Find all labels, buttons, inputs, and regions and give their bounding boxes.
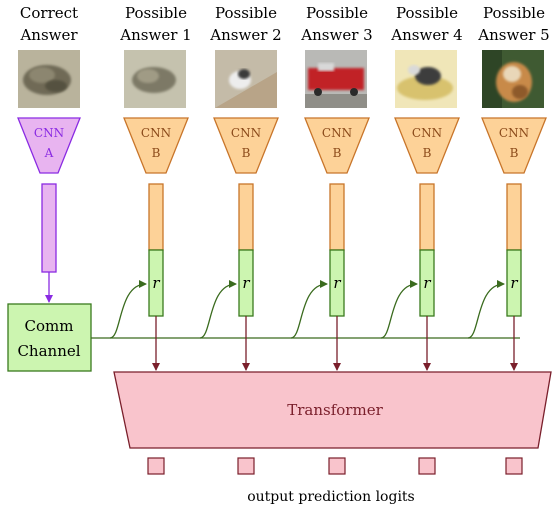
cnn-b-label-line2: B: [510, 146, 519, 160]
cnn-b-label-line1: CNN: [231, 126, 261, 140]
cnn-b-label-line2: B: [152, 146, 161, 160]
cnn-b-trapezoid: [123, 117, 189, 174]
red-truck-photo: [305, 50, 367, 108]
r-label: r: [242, 274, 250, 292]
cnn-a-label-line2: A: [44, 146, 54, 160]
column-header-line1: Correct: [20, 4, 78, 22]
comm-broadcast-lines: [91, 280, 520, 339]
column-header-line2: Answer 4: [390, 26, 462, 44]
output-logits: [147, 457, 523, 475]
column-possible-answer-4: Possible Answer 4 CNN B r: [390, 4, 463, 317]
r-label: r: [423, 274, 431, 292]
cnn-b-label-line1: CNN: [322, 126, 352, 140]
embedding-bar-orange: [238, 183, 254, 251]
cnn-b-label-line2: B: [423, 146, 432, 160]
column-header-line2: Answer: [19, 26, 78, 44]
column-header-line2: Answer 5: [477, 26, 549, 44]
cnn-b-trapezoid: [394, 117, 460, 174]
cnn-b-trapezoid: [304, 117, 370, 174]
cnn-b-label-line1: CNN: [412, 126, 442, 140]
to-transformer-arrows: [152, 316, 518, 371]
frog-photo: [124, 50, 186, 108]
cnn-b-trapezoid: [213, 117, 279, 174]
output-logit-1: [147, 457, 165, 475]
transformer-block: [113, 371, 552, 449]
r-label: r: [152, 274, 160, 292]
comm-branch-arrow-1: [109, 280, 147, 339]
output-logit-2: [237, 457, 255, 475]
cnn-b-label-line1: CNN: [141, 126, 171, 140]
comm-branch-arrow-2: [199, 280, 237, 339]
column-header-line1: Possible: [483, 4, 545, 22]
column-possible-answer-5: Possible Answer 5 CNN B r: [477, 4, 550, 317]
output-logit-4: [418, 457, 436, 475]
output-label: output prediction logits: [247, 489, 415, 505]
column-header-line1: Possible: [396, 4, 458, 22]
frog-photo: [18, 50, 80, 108]
column-possible-answer-1: Possible Answer 1 CNN B r: [119, 4, 192, 317]
cnn-b-trapezoid: [481, 117, 547, 174]
column-possible-answer-3: Possible Answer 3 CNN B r: [300, 4, 373, 317]
column-header-line2: Answer 2: [209, 26, 281, 44]
cnn-a-trapezoid: [17, 117, 81, 174]
comm-branch-arrow-3: [290, 280, 328, 339]
cnn-a-embedding-bar: [41, 183, 57, 273]
embedding-bar-orange: [148, 183, 164, 251]
column-header-line2: Answer 3: [300, 26, 372, 44]
comm-channel-label-line2: Channel: [17, 342, 80, 360]
comm-channel-box: [7, 303, 92, 372]
transformer-label: Transformer: [287, 401, 383, 419]
dog-photo: [395, 50, 457, 108]
column-correct-answer: Correct Answer CNN A: [17, 4, 81, 303]
column-possible-answer-2: Possible Answer 2 CNN B r: [209, 4, 282, 317]
embedding-bar-orange: [506, 183, 522, 251]
r-label: r: [333, 274, 341, 292]
column-header-line1: Possible: [125, 4, 187, 22]
embedding-bar-orange: [419, 183, 435, 251]
output-logit-5: [505, 457, 523, 475]
cnn-b-label-line1: CNN: [499, 126, 529, 140]
cnn-b-label-line2: B: [333, 146, 342, 160]
r-label: r: [510, 274, 518, 292]
bird-photo: [215, 50, 277, 108]
cnn-a-label-line1: CNN: [34, 126, 64, 140]
comm-branch-arrow-5: [467, 280, 505, 339]
cat-photo: [482, 50, 544, 108]
embedding-bar-orange: [329, 183, 345, 251]
comm-branch-arrow-4: [380, 280, 418, 339]
column-header-line1: Possible: [215, 4, 277, 22]
comm-channel-label-line1: Comm: [25, 317, 74, 335]
column-header-line2: Answer 1: [119, 26, 191, 44]
cnn-b-label-line2: B: [242, 146, 251, 160]
output-logit-3: [328, 457, 346, 475]
column-header-line1: Possible: [306, 4, 368, 22]
